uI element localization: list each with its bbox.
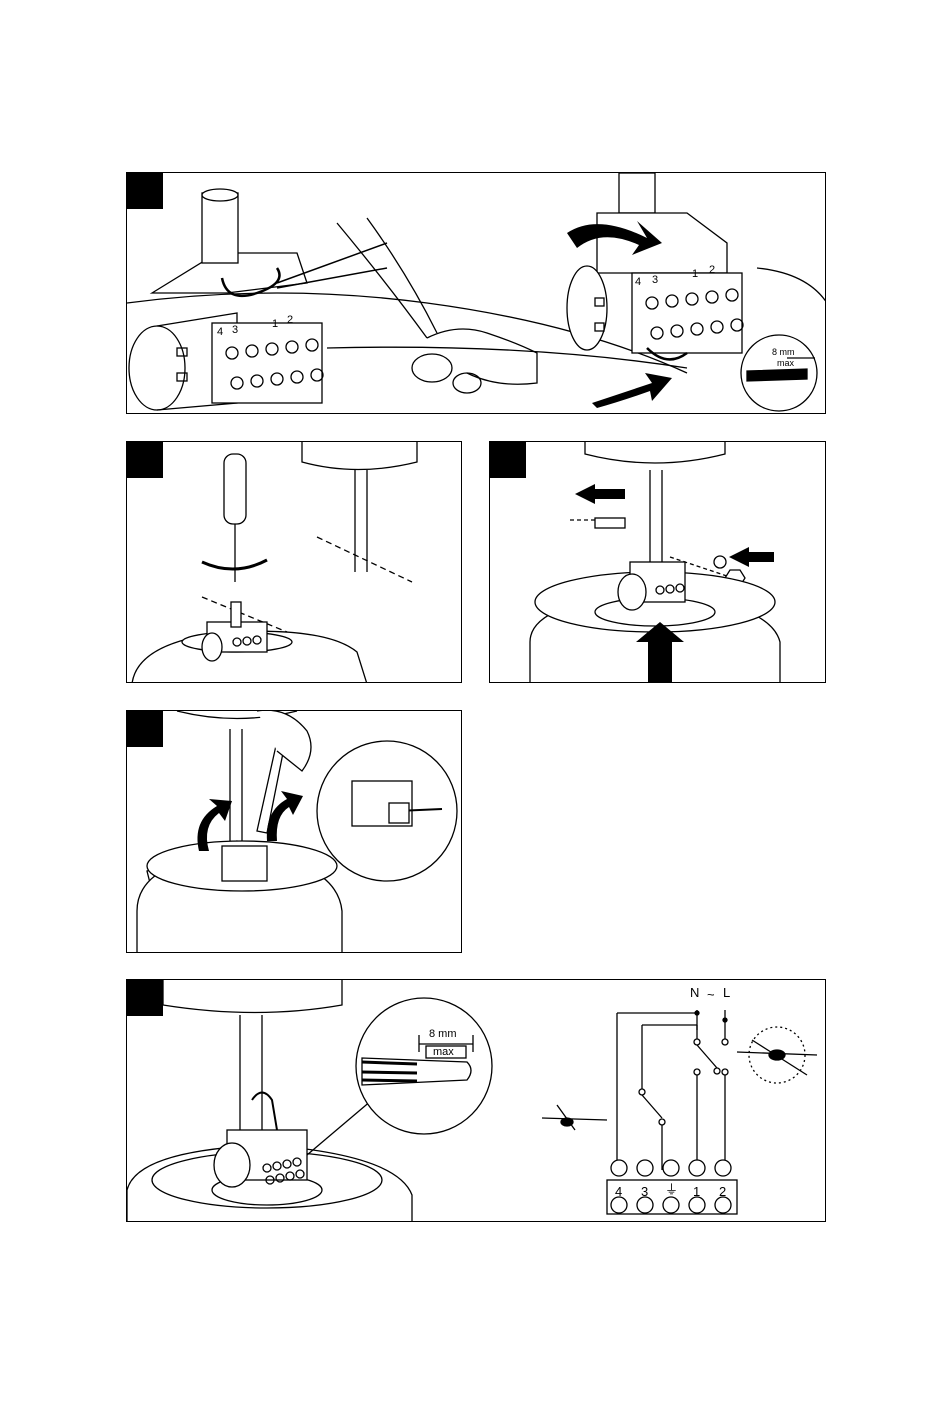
step-panel-5: 8 mm max N ~ L 4 3 ⏚ 1 2 — [126, 979, 826, 1222]
terminal-label: 2 — [287, 315, 293, 326]
strip-length-label: 8 mm — [429, 1029, 457, 1040]
ceiling-fan-icon — [737, 1027, 817, 1083]
step-panel-3 — [489, 441, 826, 683]
terminal-label: 3 — [641, 1185, 648, 1198]
terminal-label: 1 — [693, 1185, 700, 1198]
step-panel-4 — [126, 710, 462, 953]
supply-ac-symbol: ~ — [707, 988, 715, 1001]
terminal-label: 1 — [692, 269, 698, 280]
step-3-illustration — [490, 442, 826, 683]
step-2-illustration — [127, 442, 462, 683]
terminal-label: 2 — [709, 265, 715, 276]
step-panel-1: 4 3 1 2 4 3 1 2 8 mm max — [126, 172, 826, 414]
supply-l-label: L — [723, 986, 730, 999]
supply-n-label: N — [690, 986, 699, 999]
earth-symbol: ⏚ — [665, 1183, 678, 1196]
strip-limit-label: max — [777, 359, 794, 368]
step-panel-2 — [126, 441, 462, 683]
terminal-label: 1 — [272, 319, 278, 330]
terminal-label: 3 — [652, 275, 658, 286]
terminal-label: 3 — [232, 325, 238, 336]
screwdriver-icon — [224, 454, 246, 524]
strip-limit-label: max — [433, 1047, 454, 1058]
terminal-label: 4 — [615, 1185, 622, 1198]
step-1-illustration — [127, 173, 826, 414]
terminal-label: 2 — [719, 1185, 726, 1198]
ceiling-fan-icon — [542, 1105, 607, 1130]
terminal-label: 4 — [217, 327, 223, 338]
step-4-illustration — [127, 711, 462, 953]
strip-length-label: 8 mm — [772, 348, 795, 357]
terminal-label: 4 — [635, 277, 641, 288]
